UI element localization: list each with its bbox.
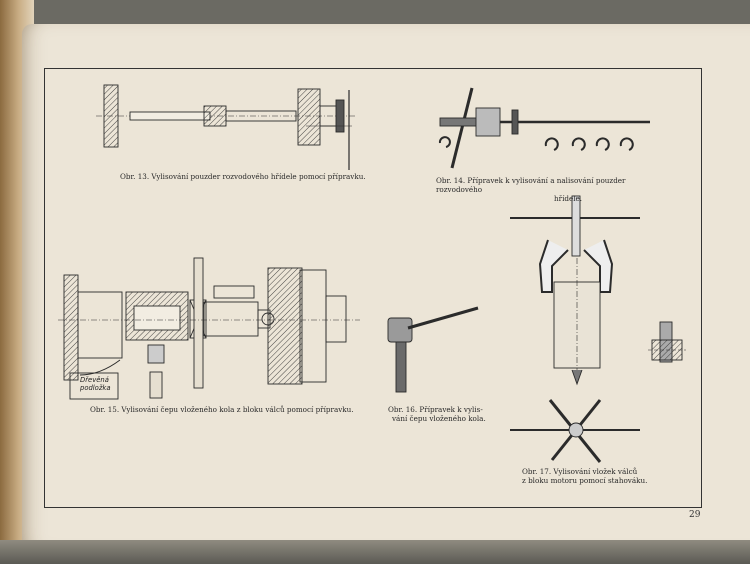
fig15-label: Dřevěná podložka	[80, 376, 111, 392]
fig16-drawing	[387, 306, 479, 393]
fig15-label-line1: Dřevěná	[80, 376, 109, 384]
fig17-caption: Obr. 17. Vylisování vložek válců z bloku…	[522, 467, 647, 485]
fig15-label-line2: podložka	[80, 384, 111, 392]
table-shadow	[0, 540, 750, 564]
fig13-drawing	[96, 84, 356, 170]
fig17-drawing	[510, 195, 686, 463]
fig14-caption-line1: Obr. 14. Přípravek k vylisování a naliso…	[436, 176, 626, 194]
fig15-caption: Obr. 15. Vylisování čepu vloženého kola …	[90, 405, 354, 414]
fig15-drawing	[58, 257, 360, 400]
fig16-caption-line2: vání čepu vloženého kola.	[392, 414, 486, 423]
fig13-caption: Obr. 13. Vylisování pouzder rozvodového …	[120, 172, 366, 181]
illustration-frame	[44, 68, 702, 508]
fig14-caption-line2: hřídele.	[554, 194, 583, 203]
fig16-caption-line1: Obr. 16. Přípravek k vylis-	[388, 405, 483, 414]
fig17-caption-line1: Obr. 17. Vylisování vložek válců	[522, 467, 638, 476]
fig17-caption-line2: z bloku motoru pomocí stahováku.	[522, 476, 648, 485]
fig16-caption: Obr. 16. Přípravek k vylis- vání čepu vl…	[388, 405, 486, 423]
fig14-caption: Obr. 14. Přípravek k vylisování a naliso…	[436, 176, 656, 203]
fig14-drawing	[438, 87, 650, 169]
page-number: 29	[689, 510, 701, 520]
